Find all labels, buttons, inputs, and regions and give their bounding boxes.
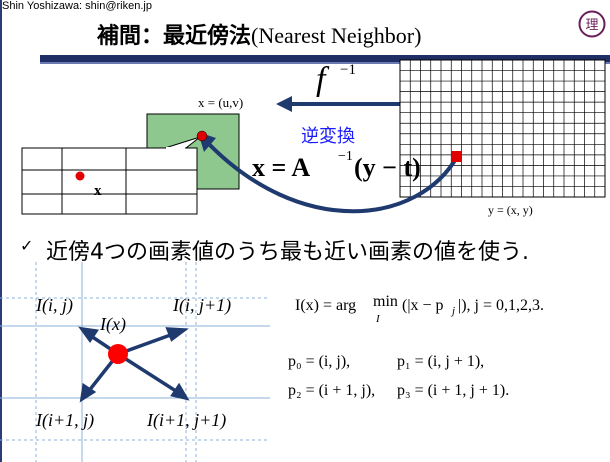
inverse-fn-label: f [316,61,330,98]
eq-p1: p₁ = (i, j + 1), [397,353,484,370]
label-bottom-left: I(i+1, j) [35,410,94,431]
left-border [0,0,2,462]
mapping-arrow [203,138,460,214]
author-line: Shin Yoshizawa: shin@riken.jp [2,0,152,12]
pixel-grid [0,262,270,462]
equation-block: I(x) = arg min I (|x − p j |), j = 0,1,2… [288,293,544,399]
inverse-arrowhead [276,96,292,112]
neighbor-arrows [78,326,190,403]
eq1-right: (|x − p [402,297,444,314]
source-point [196,130,208,142]
label-top-right: I(i, j+1) [172,295,231,316]
eq-left: x = A [252,153,310,182]
zoom-grid [21,147,198,215]
eq-exp: −1 [338,149,353,164]
inverse-transform-label: 逆変換 [301,126,355,147]
label-bottom-right: I(i+1, j+1) [146,410,226,431]
eq1-min: min [373,293,398,310]
eq1-right-sub: j [450,305,455,317]
y-def-label: y = (x, y) [488,203,533,217]
eq1-sub: I [375,313,381,325]
main-equation: x = A −1 (y − t) [252,149,421,182]
pixel-grid-solid [0,262,270,462]
x-def-label: x = (u,v) [198,95,243,110]
target-point [451,151,462,162]
zoom-point [75,171,85,181]
eq-p3: p₃ = (i + 1, j + 1). [397,382,509,399]
label-top-left: I(i, j) [35,295,73,316]
title-english: (Nearest Neighbor) [251,23,422,48]
title-underline [40,55,610,62]
check-icon: ✓ [20,236,34,255]
eq1-tail: |), j = 0,1,2,3. [458,297,544,314]
top-figure: f −1 x = (u,v) x x = A −1 ( [21,59,606,217]
bottom-figure: I(i, j) I(i, j+1) I(x) I(i+1, j) I(i+1, … [0,262,544,462]
riken-logo-icon: 理 [578,10,606,38]
eq-right: (y − t) [354,153,421,182]
eq-p0: p₀ = (i, j), [288,353,350,370]
label-center: I(x) [99,314,126,335]
slide-title: 補間：最近傍法(Nearest Neighbor) [97,18,421,50]
x-point-label: x [94,183,102,199]
title-japanese: 補間：最近傍法 [97,24,252,49]
eq1-left: I(x) = arg [295,297,356,314]
title-underline-thin [40,62,610,64]
inverse-fn-exp: −1 [340,62,356,78]
bullet-text: 近傍4つの画素値のうち最も近い画素の値を使う. [46,240,529,265]
logo-glyph: 理 [585,18,598,33]
eq-p2: p₂ = (i + 1, j), [288,382,375,399]
target-pixel [108,344,128,364]
